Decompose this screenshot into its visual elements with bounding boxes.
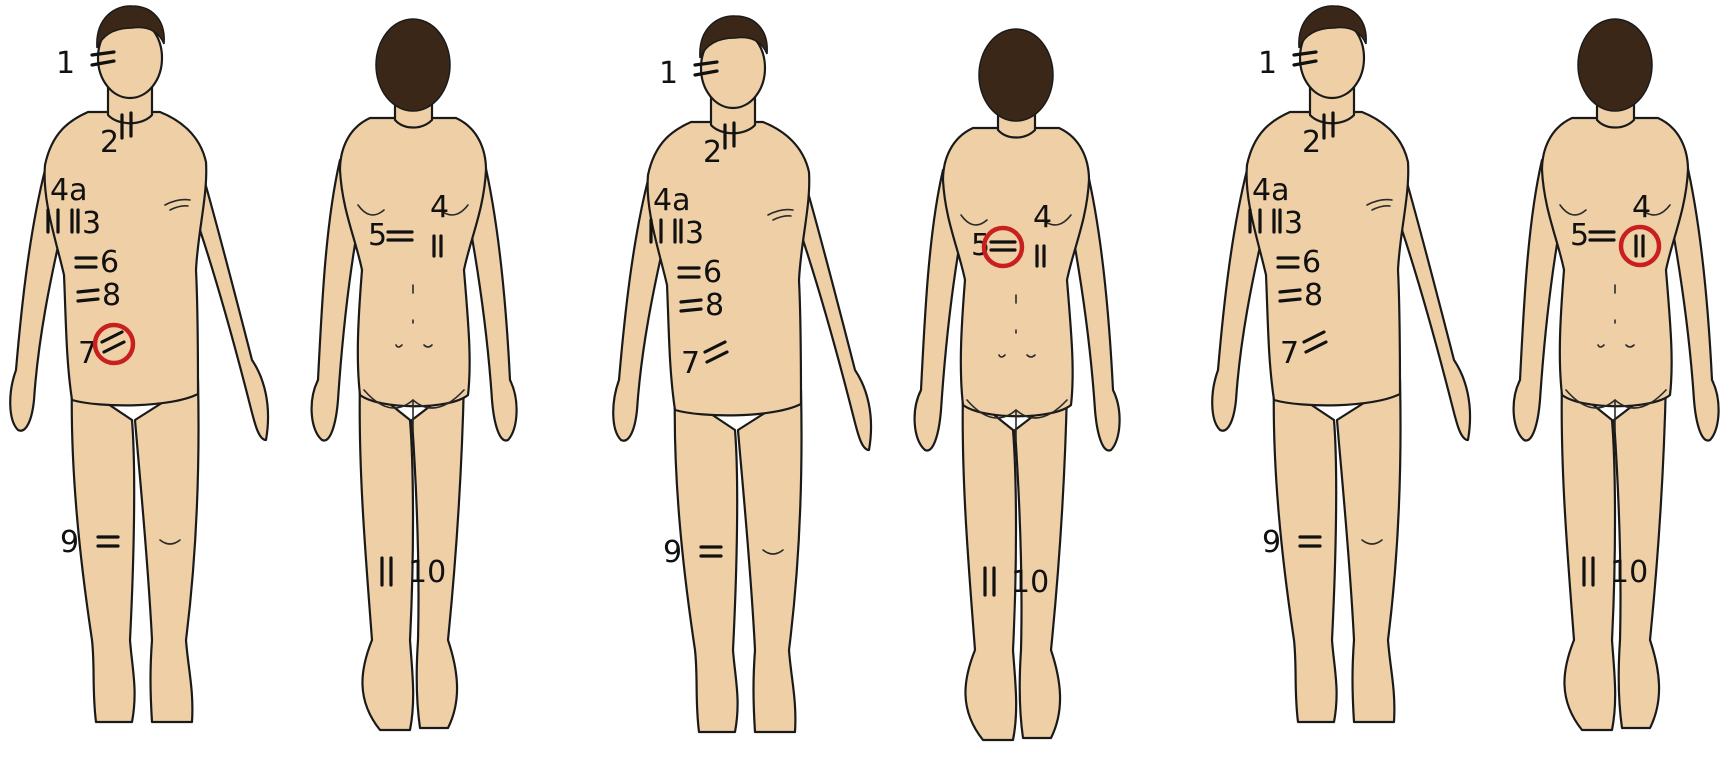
point-label-7: 7: [1280, 336, 1299, 371]
point-label-4: 4: [430, 190, 449, 225]
front-figure: 1 2 4a 3 6 8 7 9: [613, 16, 871, 732]
point-label-9: 9: [663, 535, 682, 570]
point-label-6: 6: [1302, 245, 1321, 280]
point-label-6: 6: [703, 255, 722, 290]
point-label-8: 8: [102, 278, 121, 313]
point-label-3: 3: [685, 216, 704, 251]
point-label-10: 10: [1610, 555, 1648, 590]
point-label-2: 2: [1302, 125, 1321, 160]
panel-3: 1 2 4a 3 6 8 7 9 5 4 10: [1212, 6, 1718, 730]
point-label-1: 1: [659, 56, 678, 91]
point-label-9: 9: [60, 525, 79, 560]
point-label-4a: 4a: [653, 183, 690, 218]
point-label-4: 4: [1033, 200, 1052, 235]
point-label-9: 9: [1262, 525, 1281, 560]
point-label-2: 2: [703, 135, 722, 170]
point-label-2: 2: [100, 125, 119, 160]
point-label-8: 8: [1304, 278, 1323, 313]
point-label-5: 5: [368, 218, 387, 253]
point-label-5: 5: [1570, 218, 1589, 253]
point-label-10: 10: [1011, 565, 1049, 600]
point-label-3: 3: [1284, 206, 1303, 241]
panel-2: 1 2 4a 3 6 8 7 9 5 4 10: [613, 16, 1119, 740]
point-label-4: 4: [1632, 190, 1651, 225]
front-figure: 1 2 4a 3 6 8 7 9: [1212, 6, 1470, 722]
point-label-1: 1: [1258, 46, 1277, 81]
point-label-4a: 4a: [1252, 173, 1289, 208]
point-label-10: 10: [408, 555, 446, 590]
point-label-8: 8: [705, 288, 724, 323]
back-figure: 5 4 10: [915, 29, 1120, 740]
point-label-3: 3: [82, 206, 101, 241]
point-label-6: 6: [100, 245, 119, 280]
point-label-7: 7: [681, 346, 700, 381]
panel-1: 1 2 4a 3 6 8 7 9 5 4 10: [10, 6, 516, 730]
back-figure: 5 4 10: [312, 19, 517, 730]
point-label-1: 1: [56, 46, 75, 81]
front-figure: 1 2 4a 3 6 8 7 9: [10, 6, 268, 722]
point-label-4a: 4a: [50, 173, 87, 208]
back-figure: 5 4 10: [1514, 19, 1719, 730]
